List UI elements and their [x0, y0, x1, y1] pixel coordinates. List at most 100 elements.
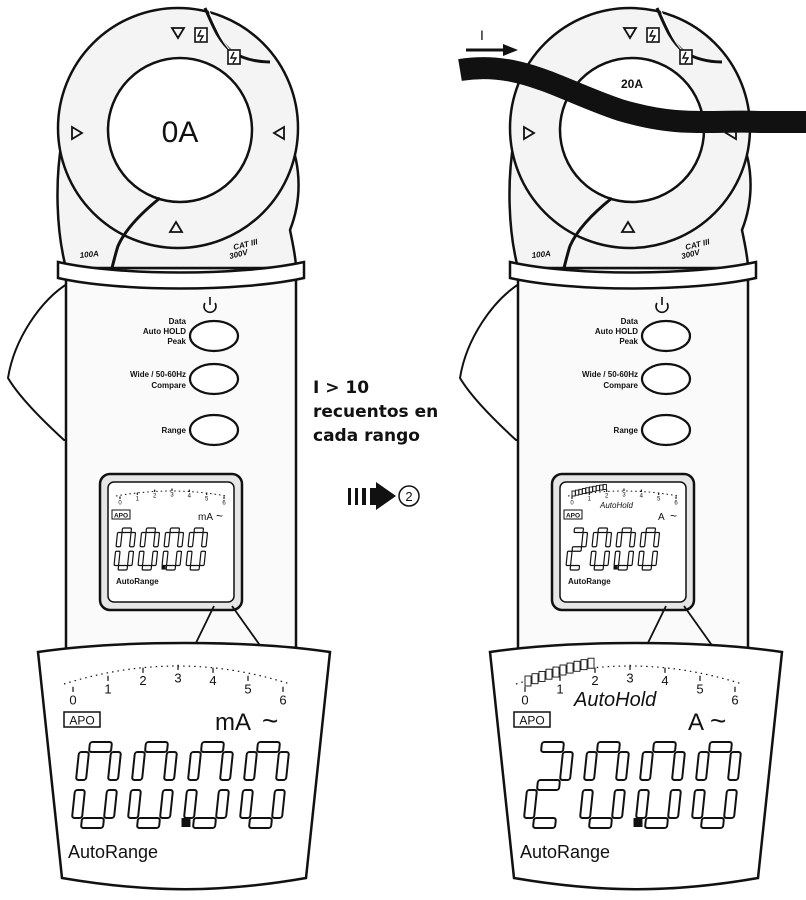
left-zoom-digits — [71, 741, 290, 829]
left-zoom-apo: APO — [69, 714, 94, 728]
right-small-scale-label-4: 4 — [640, 494, 644, 500]
left-zoom-digit-0 — [71, 741, 122, 829]
right-small-bar-segment — [602, 484, 607, 490]
left-meter-body — [6, 6, 306, 672]
right-zoom-digit-1 — [579, 741, 630, 829]
right-zoom-bar-segment — [566, 662, 574, 674]
right-meter: I 20A 100A CAT III 300V Data Auto HOLD P… — [458, 6, 806, 891]
right-small-bar-segment — [592, 485, 597, 492]
right-small-digit-1 — [589, 527, 613, 571]
step-description-line2: recuentos en — [313, 402, 439, 422]
left-zoom-decimal-point — [181, 818, 191, 827]
left-small-apo: APO — [114, 513, 128, 520]
right-zoom-bar-segment — [524, 675, 532, 687]
right-small-digit-2 — [613, 527, 637, 571]
left-jaw-reading: 0A — [162, 116, 199, 149]
right-small-decimal-point — [613, 565, 618, 570]
right-small-bar-segment — [578, 488, 583, 495]
right-zoom-bar-segment — [538, 670, 546, 682]
left-zoom-scale-label-6: 6 — [279, 692, 286, 707]
right-zoom-scale-label-4: 4 — [661, 673, 668, 688]
left-btn2-label-line2: Compare — [151, 381, 186, 390]
right-zoom-bar-segment — [545, 668, 553, 680]
right-small-digit-3 — [637, 527, 661, 571]
right-small-hold: AutoHold — [599, 501, 633, 510]
left-small-scale-label-2: 2 — [153, 494, 157, 500]
left-zoom-mode: AutoRange — [68, 842, 158, 862]
right-range-button[interactable] — [642, 415, 690, 445]
right-small-bar-segment — [585, 487, 590, 494]
right-data-hold-button[interactable] — [642, 321, 690, 351]
left-small-digit-0 — [113, 527, 137, 571]
left-small-digit-3 — [185, 527, 209, 571]
right-small-bar-segment — [581, 488, 587, 494]
left-zoom-digit-2 — [183, 741, 234, 829]
right-zoom-decimal-point — [633, 818, 643, 827]
right-zoom-digit-2 — [635, 741, 686, 829]
right-zoom-hold: AutoHold — [573, 689, 657, 711]
left-small-decimal-point — [161, 565, 166, 570]
right-zoom-mode: AutoRange — [520, 842, 610, 862]
right-zoom-bar-segment — [559, 664, 567, 676]
left-small-mode: AutoRange — [116, 577, 159, 586]
left-btn1-label-line3: Peak — [167, 337, 186, 346]
left-small-scale-label-5: 5 — [205, 497, 209, 503]
left-wide-compare-button[interactable] — [190, 364, 238, 394]
left-small-scale-label-3: 3 — [170, 493, 174, 499]
right-zoom-bar-segment — [573, 660, 581, 672]
right-zoom-digit-0 — [523, 741, 574, 829]
right-zoom-apo: APO — [519, 714, 544, 728]
right-small-scale-label-6: 6 — [674, 501, 678, 507]
right-small-bar-segment — [575, 489, 580, 496]
right-small-bar-segment — [599, 484, 604, 491]
left-btn1-label-line1: Data — [169, 317, 187, 326]
right-small-scale-label-3: 3 — [622, 493, 626, 499]
right-zoom-scale-label-5: 5 — [696, 681, 703, 696]
right-wide-compare-button[interactable] — [642, 364, 690, 394]
left-zoom-ac: ~ — [262, 705, 278, 736]
right-small-mode: AutoRange — [568, 577, 611, 586]
left-data-hold-button[interactable] — [190, 321, 238, 351]
right-zoom-scale-label-3: 3 — [626, 670, 633, 685]
right-btn3-label: Range — [614, 426, 639, 435]
left-jaw-rating: 100A — [79, 249, 99, 260]
right-zoom-scale-label-0: 0 — [521, 692, 528, 707]
left-small-scale-label-1: 1 — [136, 497, 140, 503]
left-range-button[interactable] — [190, 415, 238, 445]
right-zoom-unit: A — [688, 709, 704, 736]
left-btn3-label: Range — [162, 426, 187, 435]
right-zoom-bar-segment — [531, 673, 539, 685]
left-small-digits — [113, 527, 209, 571]
right-small-bar-segment — [588, 486, 593, 493]
step-description: I > 10 recuentos en cada rango — [313, 376, 473, 448]
left-small-ac: ~ — [216, 509, 223, 523]
right-small-bar-segment — [571, 490, 576, 497]
right-small-ac: ~ — [670, 509, 677, 523]
right-small-scale-label-1: 1 — [588, 497, 592, 503]
right-small-apo: APO — [566, 513, 580, 520]
right-small-unit: A — [658, 512, 665, 523]
right-zoom-digit-3 — [691, 741, 742, 829]
left-zoom-scale-label-5: 5 — [244, 681, 251, 696]
right-current-arrow: I — [466, 27, 518, 56]
right-btn2-label-line2: Compare — [603, 381, 638, 390]
right-zoom-ac: ~ — [710, 705, 726, 736]
right-zoom-bar-segment — [552, 666, 560, 678]
right-btn2-label-line1: Wide / 50-60Hz — [582, 370, 638, 379]
left-small-scale-label-0: 0 — [118, 501, 122, 507]
right-zoom-scale-label-1: 1 — [556, 681, 563, 696]
left-zoom-scale-label-3: 3 — [174, 670, 181, 685]
left-small-digit-1 — [137, 527, 161, 571]
step-number: 2 — [405, 489, 412, 504]
right-small-digit-0 — [565, 527, 589, 571]
right-zoom-digits — [523, 741, 742, 829]
right-cable — [458, 57, 806, 134]
right-small-bar-segment — [595, 485, 600, 492]
left-zoom-digit-3 — [239, 741, 290, 829]
left-btn2-label-line1: Wide / 50-60Hz — [130, 370, 186, 379]
